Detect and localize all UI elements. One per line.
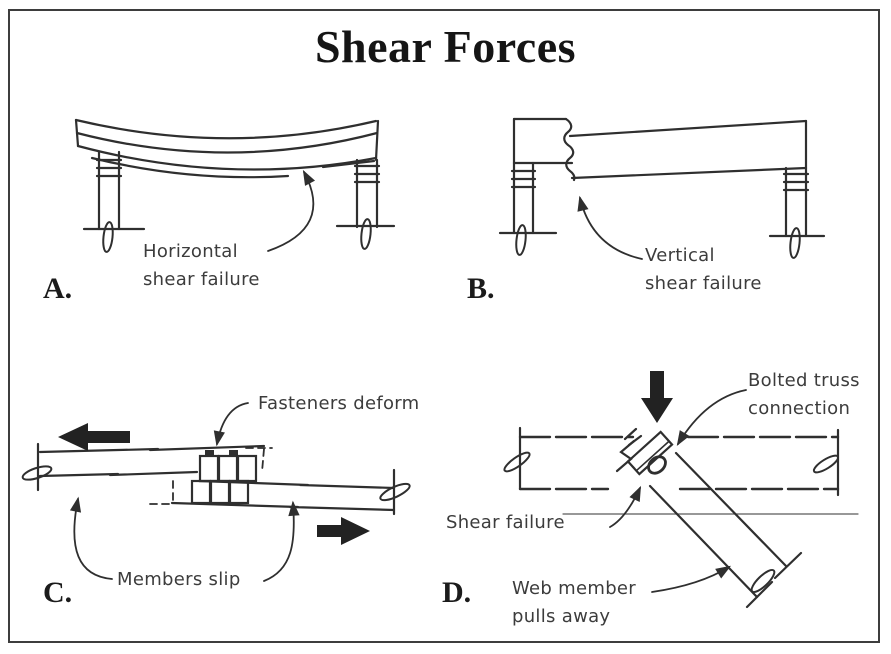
support-post-left	[498, 161, 558, 256]
panel-b-letter: B.	[467, 272, 495, 305]
figure-title: Shear Forces	[314, 21, 577, 72]
panel-d-truss-connection-diagram	[503, 371, 859, 609]
fasteners-callout-arrow	[213, 402, 249, 447]
figure-border	[8, 9, 880, 643]
label-line: Vertical	[645, 245, 715, 266]
vertical-shear-callout-arrow	[577, 195, 643, 260]
beam-end-block	[512, 117, 576, 182]
fastener-blocks	[190, 450, 258, 505]
web-member	[648, 451, 803, 609]
bolted-truss-connection-label: Bolted truss connection	[748, 367, 860, 423]
support-post-right	[768, 166, 826, 259]
panel-d-letter: D.	[442, 576, 472, 609]
support-post-left	[82, 150, 146, 253]
label-line: connection	[748, 398, 851, 419]
support-post-right	[335, 158, 396, 250]
vertical-crack	[563, 117, 576, 182]
lower-member	[149, 468, 411, 516]
panel-c-fastener-slip-diagram	[21, 402, 411, 582]
horizontal-shear-label: Horizontal shear failure	[143, 238, 260, 294]
label-line: shear failure	[143, 269, 260, 290]
fasteners-deform-label: Fasteners deform	[258, 393, 420, 414]
bolted-connection-callout-arrow	[676, 389, 747, 447]
members-slip-callout-arrow-left	[69, 496, 113, 580]
shear-failure-label: Shear failure	[446, 512, 565, 533]
upper-member	[21, 442, 273, 492]
panel-b-vertical-shear-diagram	[498, 117, 826, 260]
bolted-connection-block	[626, 430, 674, 476]
panel-a-letter: A.	[43, 272, 73, 305]
horizontal-shear-callout-arrow	[267, 169, 316, 252]
label-line: pulls away	[512, 606, 611, 627]
sheared-notch	[615, 427, 643, 473]
load-arrow-down	[641, 371, 673, 423]
force-arrow-right	[317, 517, 370, 545]
members-slip-label: Members slip	[117, 569, 241, 590]
label-line: Horizontal	[143, 241, 238, 262]
shear-failure-callout-arrow	[609, 485, 641, 528]
label-line: Bolted truss	[748, 370, 860, 391]
label-line: shear failure	[645, 273, 762, 294]
chord-member	[503, 426, 840, 497]
dropped-beam	[568, 119, 808, 180]
panel-c-letter: C.	[43, 576, 73, 609]
vertical-shear-label: Vertical shear failure	[645, 242, 762, 298]
panel-a-horizontal-shear-diagram	[74, 118, 396, 253]
bolt	[647, 455, 667, 475]
sagging-beam	[74, 118, 380, 179]
force-arrow-left	[58, 423, 130, 451]
label-line: Web member	[512, 578, 637, 599]
members-slip-callout-arrow-right	[263, 500, 300, 582]
web-member-pulls-away-label: Web member pulls away	[512, 575, 636, 631]
web-member-callout-arrow	[651, 565, 732, 593]
